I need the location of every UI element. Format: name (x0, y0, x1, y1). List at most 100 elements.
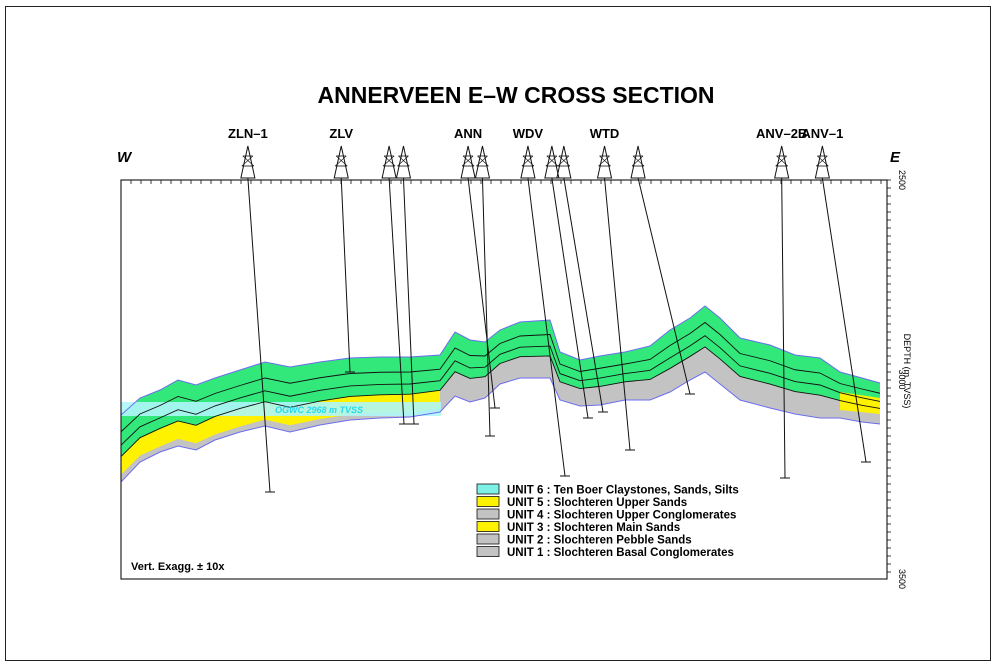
depth-tick-label: 2500 (897, 170, 907, 190)
derrick-brace (461, 155, 474, 167)
derrick-icon (630, 145, 646, 179)
derrick-icon (395, 145, 412, 179)
derrick-brace (599, 155, 611, 167)
well-label: WTD (590, 126, 620, 141)
derrick-icon (333, 145, 349, 179)
legend-item: UNIT 4 : Slochteren Upper Conglomerates (476, 508, 736, 522)
well-trajectory (402, 177, 415, 425)
vertical-exaggeration: Vert. Exagg. ± 10x (131, 561, 225, 573)
legend-label: UNIT 5 : Slochteren Upper Sands (507, 497, 687, 509)
derrick-icon (774, 145, 790, 179)
east-label: E (890, 149, 901, 166)
well-trajectory (467, 177, 496, 409)
well-wdv-b (544, 145, 593, 419)
well-zlv-c (395, 145, 419, 425)
derrick-brace (242, 155, 255, 167)
well-wtd: WTD (590, 126, 635, 451)
derrick-brace (398, 155, 410, 167)
well-zlv: ZLV (329, 126, 355, 373)
derrick-brace (335, 155, 347, 167)
derrick-brace (775, 155, 787, 167)
well-wdv-c (556, 145, 608, 413)
well-label: ANV–1 (801, 126, 843, 141)
well-trajectory (340, 177, 351, 373)
well-label: ANV–2B (756, 126, 807, 141)
depth-axis-label: DEPTH (m, TVSS) (902, 334, 912, 409)
layer-boundary-line (120, 335, 881, 446)
derrick-brace (521, 155, 534, 167)
well-anv-1: ANV–1 (801, 126, 871, 463)
well-ann: ANN (454, 126, 500, 409)
well-label: ZLN–1 (228, 126, 268, 141)
derrick-brace (631, 155, 644, 167)
well-trajectory (604, 177, 631, 451)
well-trajectory (563, 177, 604, 413)
derrick-icon (814, 145, 830, 179)
legend-item: UNIT 2 : Slochteren Pebble Sands (476, 533, 692, 547)
derrick-brace (776, 155, 788, 167)
derrick-brace (383, 155, 396, 167)
derrick-icon (474, 145, 491, 179)
legend-swatch (476, 508, 500, 520)
well-ann-b (474, 145, 495, 437)
legend-swatch (476, 496, 500, 507)
derrick-brace (522, 155, 535, 167)
derrick-brace (817, 155, 829, 167)
east-sand-fill (840, 392, 880, 414)
geology-layers (120, 305, 881, 483)
derrick-icon (596, 145, 613, 179)
derrick-brace (557, 155, 570, 167)
base-contour-line (120, 371, 881, 483)
legend-swatch (476, 546, 500, 557)
derrick-brace (558, 155, 571, 167)
legend-label: UNIT 1 : Slochteren Basal Conglomerates (507, 547, 734, 559)
derrick-brace (598, 155, 610, 167)
depth-tick-label: 3000 (897, 369, 907, 389)
well-trajectory (247, 177, 271, 493)
well-label: WDV (513, 126, 544, 141)
derrick-brace (476, 155, 488, 167)
well-trajectory (527, 177, 566, 477)
well-trajectory (551, 177, 589, 419)
legend-label: UNIT 4 : Slochteren Upper Conglomerates (507, 510, 736, 522)
depth-tick-label: 3500 (897, 569, 907, 589)
derrick-brace (397, 155, 409, 167)
well-label: ANN (454, 126, 482, 141)
legend-label: UNIT 3 : Slochteren Main Sands (507, 522, 680, 534)
reservoir-green-fill (121, 306, 880, 457)
well-zlv-b (381, 145, 409, 425)
plot-border (120, 179, 888, 580)
derrick-brace (382, 155, 395, 167)
well-trajectory (637, 177, 691, 395)
legend-swatch (476, 533, 500, 545)
section-frame (120, 179, 891, 580)
west-label: W (117, 149, 133, 166)
legend-swatch (476, 483, 500, 495)
top-contour-line (120, 305, 881, 416)
layer-boundary-line (120, 321, 881, 433)
derrick-icon (520, 145, 536, 179)
well-wtd-b (630, 145, 695, 395)
derrick-icon (381, 145, 397, 179)
derrick-icon (240, 145, 256, 179)
well-trajectory (388, 177, 405, 425)
well-trajectory (821, 177, 867, 463)
well-trajectory (481, 177, 491, 437)
derrick-brace (462, 155, 475, 167)
legend-label: UNIT 2 : Slochteren Pebble Sands (507, 535, 692, 547)
layer-boundary-line (120, 346, 881, 457)
well-zln-1: ZLN–1 (228, 126, 275, 493)
legend-swatch (476, 521, 500, 532)
legend-item: UNIT 1 : Slochteren Basal Conglomerates (476, 546, 734, 559)
legend-item: UNIT 6 : Ten Boer Claystones, Sands, Sil… (476, 483, 739, 497)
derrick-brace (546, 155, 559, 167)
well-trajectory (781, 177, 786, 479)
derrick-brace (632, 155, 645, 167)
derrick-brace (816, 155, 828, 167)
depth-axis: DEPTH (m, TVSS) 2500 3000 3500 (897, 170, 912, 589)
legend: UNIT 6 : Ten Boer Claystones, Sands, Sil… (476, 483, 739, 559)
derrick-brace (545, 155, 558, 167)
figure-title: ANNERVEEN E–W CROSS SECTION (317, 82, 714, 108)
